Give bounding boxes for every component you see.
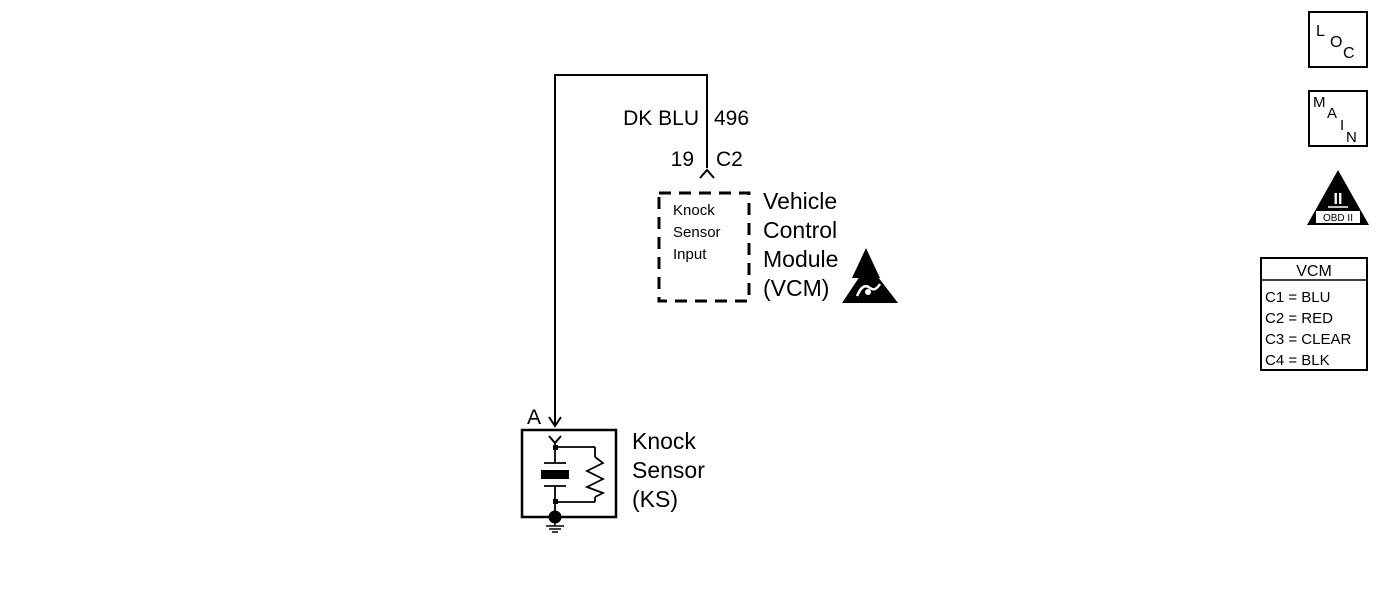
wire-color-label: DK BLU	[623, 107, 699, 130]
svg-text:OBD II: OBD II	[1323, 213, 1353, 224]
esd-sensitive-icon	[842, 248, 898, 303]
terminal-a-arrow	[548, 416, 562, 428]
svg-text:II: II	[1334, 191, 1343, 208]
main-button[interactable]: M A I N	[1308, 90, 1368, 147]
legend-row: C4 = BLK	[1265, 352, 1330, 369]
vcm-label: Vehicle Control Module (VCM)	[763, 188, 845, 301]
pin-number-label: 19	[671, 148, 694, 171]
legend-row: C3 = CLEAR	[1265, 331, 1351, 348]
svg-text:I: I	[1340, 117, 1344, 134]
circuit-496-wire	[554, 74, 708, 425]
circuit-number-label: 496	[714, 107, 749, 130]
svg-text:A: A	[1327, 105, 1337, 122]
knock-sensor-symbol	[520, 428, 618, 533]
svg-text:L: L	[1316, 23, 1325, 40]
loc-button[interactable]: L O C	[1308, 11, 1368, 68]
legend-row: C1 = BLU	[1265, 289, 1330, 306]
svg-text:N: N	[1346, 129, 1357, 146]
connector-c2-chevron	[699, 168, 715, 179]
vcm-input-text: Knock Sensor Input	[673, 202, 725, 263]
vcm-component-box	[657, 191, 751, 303]
svg-text:C: C	[1343, 45, 1355, 62]
legend-title: VCM	[1296, 263, 1332, 280]
svg-text:M: M	[1313, 94, 1326, 111]
connector-legend: VCM C1 = BLU C2 = RED C3 = CLEAR C4 = BL…	[1260, 257, 1368, 371]
legend-row: C2 = RED	[1265, 310, 1333, 327]
connector-label: C2	[716, 148, 743, 171]
obd-ii-button[interactable]: II OBD II	[1307, 170, 1369, 225]
svg-text:O: O	[1330, 34, 1342, 51]
terminal-label: A	[527, 406, 541, 429]
knock-sensor-label: Knock Sensor (KS)	[632, 428, 711, 512]
